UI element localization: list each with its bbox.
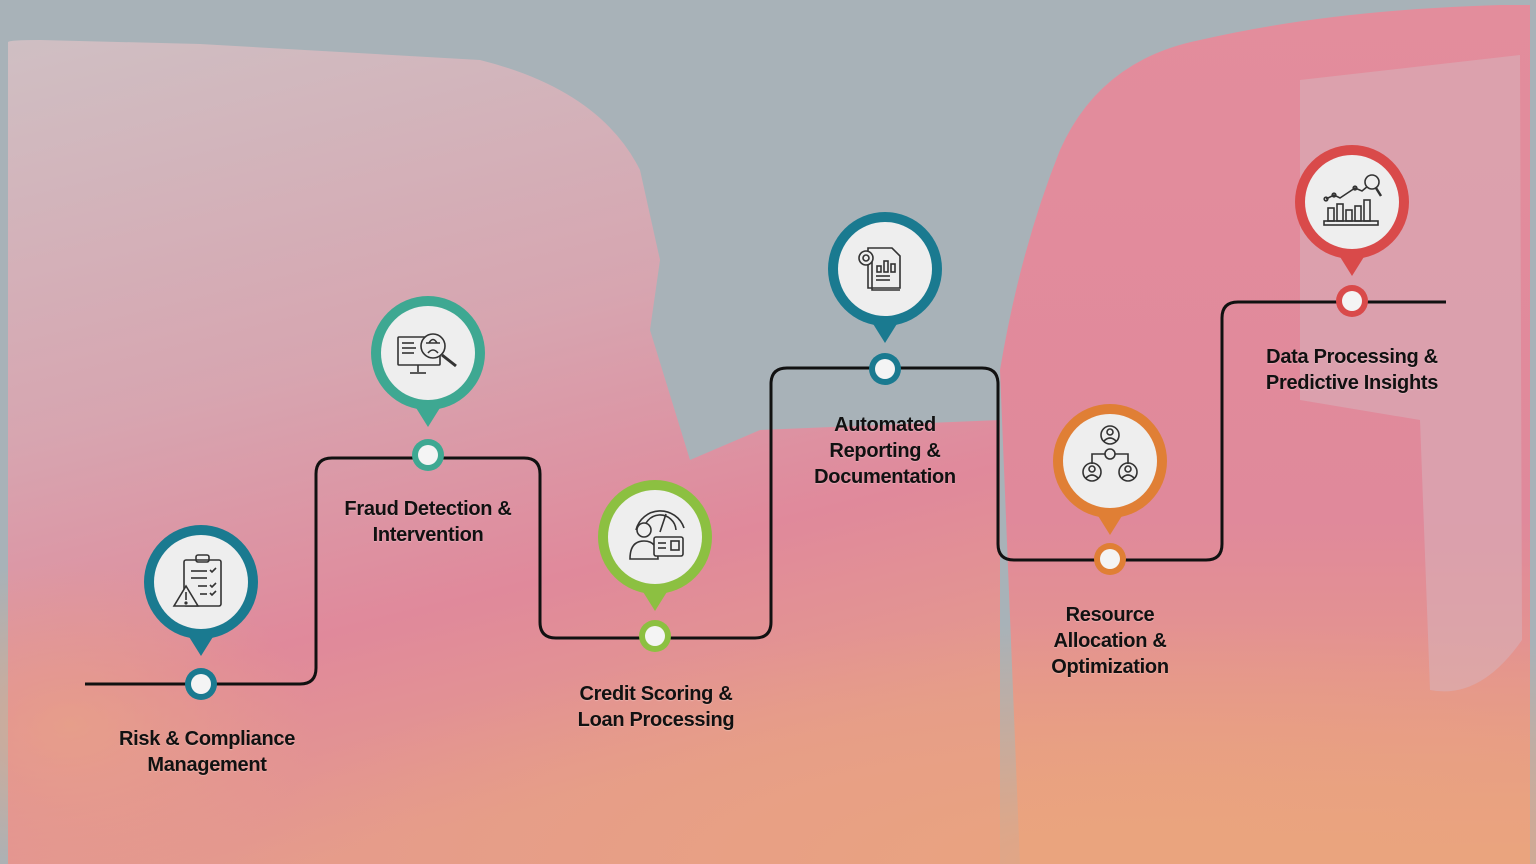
label-line: Data Processing & — [1266, 346, 1438, 368]
person-gauge-card-icon — [629, 510, 685, 560]
document-gear-chart-icon — [858, 247, 901, 291]
label-line: Fraud Detection & — [344, 498, 512, 520]
pin-fraud[interactable] — [371, 296, 485, 471]
step-label-credit: Credit Scoring & Loan Processing — [578, 681, 735, 733]
stepped-path-line — [85, 300, 1446, 686]
pin-reporting[interactable] — [828, 212, 942, 385]
label-line: Documentation — [814, 466, 956, 488]
monitor-spy-magnifier-icon — [397, 333, 457, 374]
label-line: Management — [147, 754, 267, 776]
label-line: Resource — [1065, 604, 1155, 626]
label-line: Allocation & — [1053, 630, 1167, 652]
pin-resource[interactable] — [1053, 404, 1167, 575]
pin-credit[interactable] — [598, 480, 712, 652]
bar-chart-trend-search-icon — [1323, 174, 1383, 226]
step-label-risk: Risk & Compliance Management — [119, 726, 295, 778]
label-line: Predictive Insights — [1265, 372, 1439, 394]
label-line: Risk & Compliance — [118, 728, 296, 750]
step-label-reporting: Automated Reporting & Documentation — [814, 412, 956, 490]
label-line: Reporting & — [829, 440, 941, 462]
label-line: Loan Processing — [577, 709, 735, 731]
pin-risk[interactable] — [144, 525, 258, 700]
step-label-data: Data Processing & Predictive Insights — [1266, 344, 1438, 396]
step-label-fraud: Fraud Detection & Intervention — [344, 496, 511, 548]
label-line: Optimization — [1051, 656, 1169, 678]
label-line: Credit Scoring & — [579, 683, 733, 705]
clipboard-warning-icon — [172, 554, 222, 607]
label-line: Intervention — [372, 524, 484, 546]
step-label-resource: Resource Allocation & Optimization — [1051, 602, 1169, 680]
label-line: Automated — [834, 414, 936, 436]
org-hierarchy-people-icon — [1082, 425, 1138, 482]
pin-data[interactable] — [1295, 145, 1409, 317]
